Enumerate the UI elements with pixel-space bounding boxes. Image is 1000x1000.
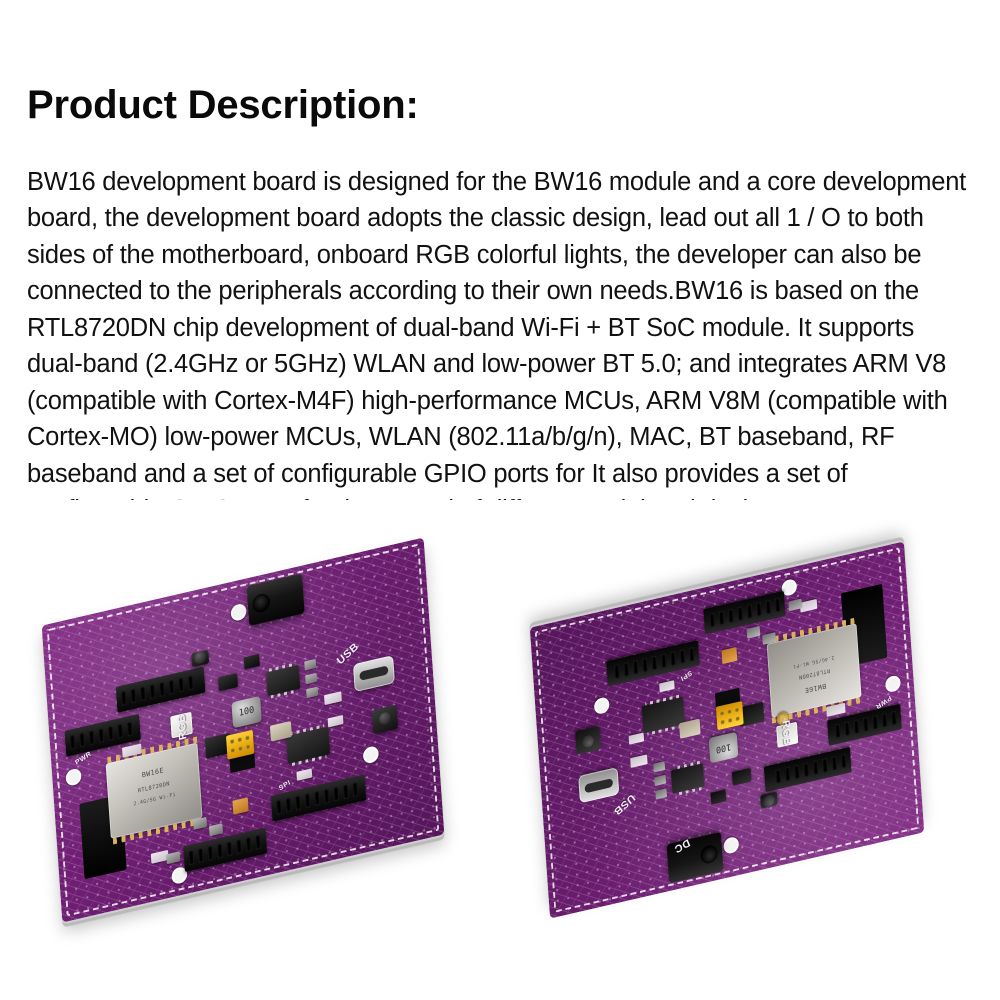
product-photo-gallery: BW16E RTL8720DN 2.4G/5G Wi-Fi 100 — [0, 500, 1000, 960]
usb-uart-ic — [641, 696, 685, 734]
regulator-ic — [670, 763, 705, 794]
pcb-left: BW16E RTL8720DN 2.4G/5G Wi-Fi 100 — [41, 537, 445, 923]
pcb-substrate: BW16E RTL8720DN 2.4G/5G Wi-Fi 100 — [529, 541, 925, 919]
page-title: Product Description: — [27, 82, 419, 127]
pcb-right: BW16E RTL8720DN 2.4G/5G Wi-Fi 100 — [529, 541, 925, 919]
silkscreen-rgb: RGB — [779, 719, 793, 747]
product-photo-left-board: BW16E RTL8720DN 2.4G/5G Wi-Fi 100 — [8, 510, 478, 950]
silkscreen-rgb: RGB — [175, 712, 190, 742]
regulator-ic — [266, 664, 301, 697]
product-photo-right-board: BW16E RTL8720DN 2.4G/5G Wi-Fi 100 — [492, 510, 962, 950]
pcb-substrate: BW16E RTL8720DN 2.4G/5G Wi-Fi 100 — [41, 537, 445, 923]
product-description-text: BW16 development board is designed for t… — [27, 167, 966, 525]
usb-uart-ic — [286, 726, 331, 764]
